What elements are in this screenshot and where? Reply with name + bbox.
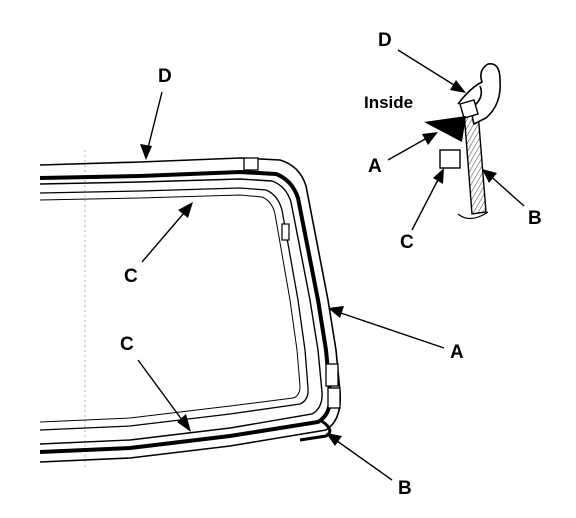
arrow-main-a: [331, 309, 445, 349]
adhesive-a: [424, 116, 466, 142]
dam-c-block: [439, 149, 461, 169]
main-callouts: D C C A B: [120, 66, 464, 499]
arrow-main-b: [329, 435, 393, 481]
molding-d-lip: [459, 99, 479, 119]
arrowhead-main-d: [140, 144, 152, 160]
arrowhead-detail-d: [450, 80, 466, 93]
arrowhead-main-c-upper: [178, 202, 193, 218]
arrowhead-main-c-lower: [177, 414, 191, 432]
windshield-main-view: [39, 150, 342, 470]
body-panel-flange: [457, 211, 489, 220]
label-main-c-lower: C: [120, 334, 134, 355]
arrow-detail-d: [397, 49, 463, 91]
label-main-a: A: [450, 342, 464, 363]
cross-section-detail: [424, 63, 502, 220]
label-main-c-upper: C: [124, 266, 138, 287]
label-detail-b: B: [528, 208, 542, 229]
label-detail-inside: Inside: [364, 93, 413, 112]
label-detail-d: D: [378, 30, 392, 51]
detail-callouts: D Inside A C B: [364, 30, 542, 253]
label-main-d: D: [158, 66, 172, 87]
arrow-main-c-upper: [141, 205, 191, 263]
arrowhead-main-b: [326, 433, 342, 446]
dam-c-inner: [39, 194, 301, 423]
molding-d-profile: [457, 63, 502, 126]
label-detail-c: C: [400, 232, 414, 253]
side-clip-upper: [281, 223, 290, 241]
arrow-main-d: [145, 91, 163, 157]
label-main-b: B: [398, 478, 412, 499]
arrowhead-detail-c: [433, 168, 444, 184]
molding-inner-line: [39, 178, 323, 445]
side-clip-lower-2: [327, 387, 341, 409]
dam-c-outer: [39, 187, 309, 431]
arrow-detail-c: [411, 171, 443, 231]
top-clip: [243, 157, 259, 171]
body-panel-b: [463, 111, 487, 215]
arrowhead-detail-b: [482, 169, 497, 183]
arrow-main-c-lower: [137, 359, 189, 429]
glass-corner-bottom: [299, 418, 332, 442]
arrowhead-main-a: [328, 306, 344, 318]
side-clip-lower-1: [325, 363, 339, 387]
label-detail-a: A: [368, 156, 382, 177]
arrowhead-detail-a: [422, 132, 438, 145]
